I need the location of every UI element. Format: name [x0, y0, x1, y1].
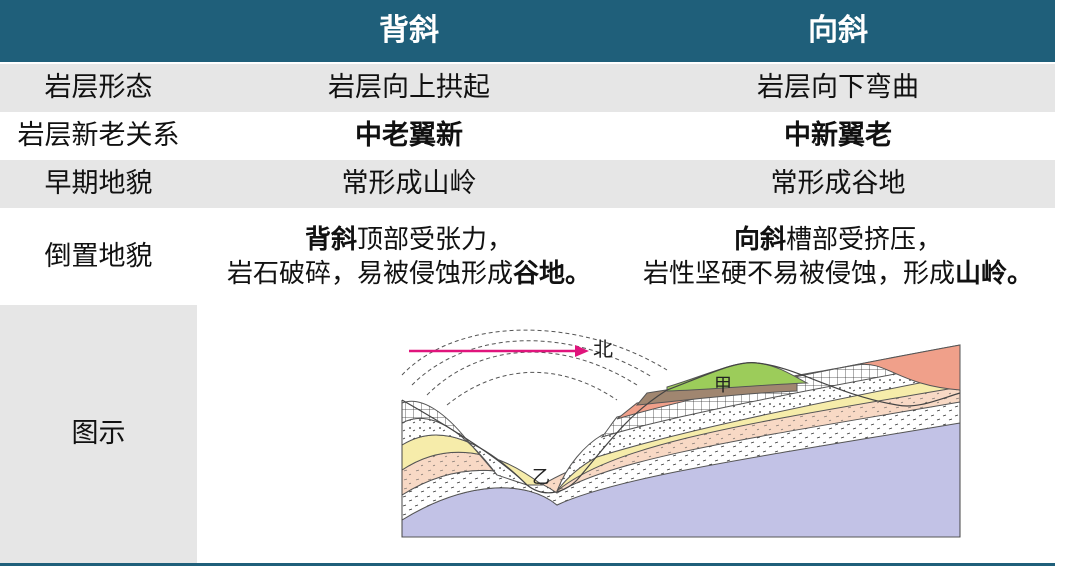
eroded-arc-4: [446, 371, 618, 406]
row-label-shape: 岩层形态: [44, 72, 153, 103]
anticline-inverted-text2: 岩石破碎，易被侵蚀形成: [226, 258, 513, 289]
anticline-shape: 岩层向上拱起: [328, 72, 490, 103]
syncline-age: 中新翼老: [784, 120, 892, 151]
header-anticline: 背斜: [379, 13, 439, 48]
row-label-early: 早期地貌: [44, 168, 153, 199]
header-syncline: 向斜: [808, 13, 868, 48]
eroded-arc-3: [401, 329, 668, 376]
anticline-inverted-line2: 岩石破碎，易被侵蚀形成谷地。: [227, 257, 591, 291]
anticline-term: 背斜: [304, 224, 357, 255]
row-label-figure: 图示: [0, 305, 197, 563]
anticline-inverted: 背斜顶部受张力， 岩石破碎，易被侵蚀形成谷地。: [197, 208, 621, 305]
north-label: 北: [593, 337, 613, 361]
syncline-early: 常形成谷地: [770, 168, 906, 199]
table-row-shape: 岩层形态 岩层向上拱起 岩层向下弯曲: [0, 64, 1055, 112]
row-label-inverted: 倒置地貌: [44, 240, 153, 272]
peak-label: 甲: [714, 375, 732, 396]
syncline-term: 向斜: [733, 224, 786, 255]
syncline-result: 山岭。: [955, 258, 1034, 289]
table-row-early-landform: 早期地貌 常形成山岭 常形成谷地: [0, 160, 1055, 208]
eroded-arc-1: [426, 351, 638, 396]
anticline-early: 常形成山岭: [341, 168, 477, 199]
table-row-age: 岩层新老关系 中老翼新 中新翼老: [0, 112, 1055, 160]
syncline-inverted-line1: 向斜槽部受挤压，: [734, 223, 942, 257]
fold-diagram: 北 甲 乙: [401, 329, 961, 538]
header-divider: [0, 62, 1055, 64]
table-row-inverted-landform: 倒置地貌 背斜顶部受张力， 岩石破碎，易被侵蚀形成谷地。 向斜槽部受挤压， 岩性…: [0, 208, 1055, 305]
syncline-inverted: 向斜槽部受挤压， 岩性坚硬不易被侵蚀，形成山岭。: [621, 208, 1055, 305]
anticline-inverted-line1: 背斜顶部受张力，: [305, 223, 513, 257]
geology-figure: 北 甲 乙: [197, 305, 1055, 563]
syncline-inverted-text1: 槽部受挤压，: [786, 224, 943, 255]
syncline-inverted-text2: 岩性坚硬不易被侵蚀，形成: [642, 258, 955, 289]
anticline-age: 中老翼新: [355, 120, 463, 151]
anticline-result: 谷地。: [513, 258, 592, 289]
row-label-age: 岩层新老关系: [17, 120, 180, 151]
header-blank: [0, 0, 197, 62]
table-header-row: 背斜 向斜: [0, 0, 1055, 62]
ground-surface: [401, 362, 961, 494]
valley-label: 乙: [532, 467, 550, 488]
north-arrow-icon: [575, 345, 589, 357]
table-row-figure: 图示: [0, 305, 1055, 563]
syncline-inverted-line2: 岩性坚硬不易被侵蚀，形成山岭。: [643, 257, 1033, 291]
syncline-shape: 岩层向下弯曲: [757, 72, 919, 103]
anticline-inverted-text1: 顶部受张力，: [357, 224, 514, 255]
eroded-arc-2: [411, 340, 653, 386]
table-bottom-border: [0, 563, 1055, 566]
